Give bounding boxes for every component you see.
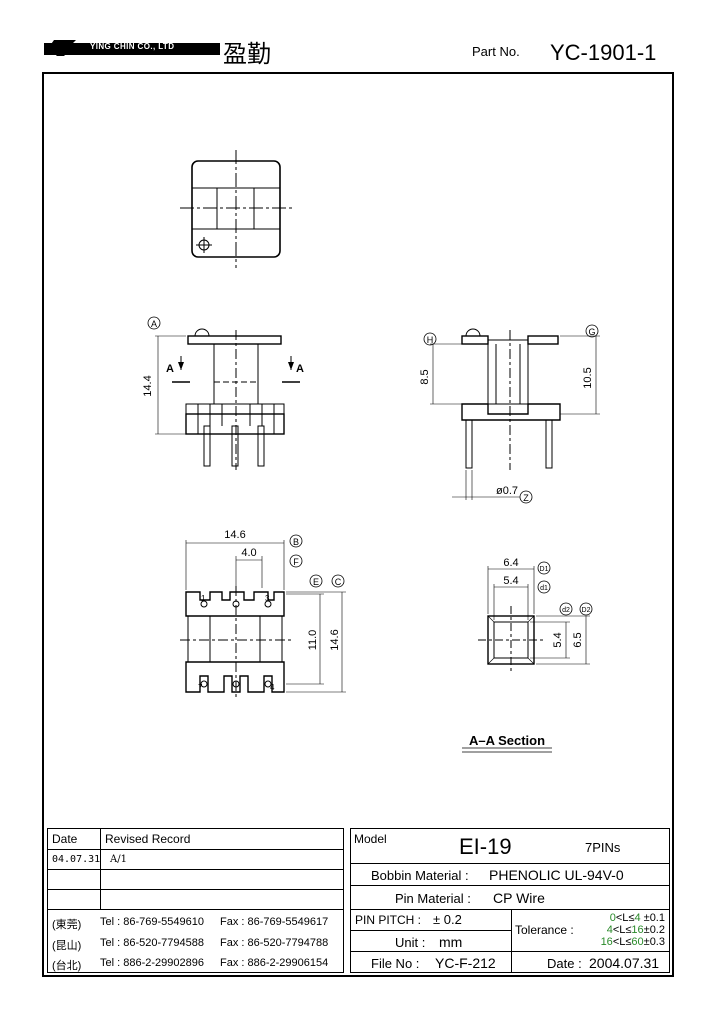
- section-title: A–A Section: [469, 733, 545, 748]
- part-no-label: Part No.: [472, 44, 520, 59]
- marker-c: C: [335, 577, 342, 587]
- pin-material-value: CP Wire: [493, 890, 545, 906]
- contact-fax: Fax : 86-520-7794788: [220, 937, 329, 949]
- company-name-cn: 盈勤: [223, 40, 271, 68]
- pin-number-7: 7: [198, 683, 203, 692]
- drawing-frame: [42, 72, 674, 977]
- marker-h: H: [427, 335, 434, 345]
- date-value: 2004.07.31: [589, 955, 660, 971]
- pin-number-4: 4: [270, 683, 275, 692]
- dim-8-5: 8.5: [419, 369, 431, 384]
- dim-6-5: 6.5: [572, 632, 584, 647]
- company-name: YING CHIN CO., LTD: [90, 42, 175, 51]
- bottom-view: [180, 540, 346, 700]
- pin-number-3: 3: [265, 594, 270, 603]
- dim-6-4: 6.4: [503, 557, 518, 569]
- contact-tel: Tel : 886-2-29902896: [100, 957, 204, 969]
- contact-fax: Fax : 86-769-5549617: [220, 916, 329, 928]
- dim-14-6-width: 14.6: [224, 529, 245, 541]
- side-view: [430, 328, 600, 500]
- dim-pin-diameter: ø0.7: [496, 485, 518, 497]
- marker-d2-upper: D2: [582, 607, 591, 614]
- tolerance-row: 4<L≤16±0.2: [606, 924, 665, 936]
- marker-b: B: [293, 537, 299, 547]
- marker-g: G: [588, 327, 595, 337]
- unit-value: mm: [439, 934, 463, 950]
- dim-5-4-height: 5.4: [552, 632, 564, 647]
- pin-material-label: Pin Material :: [395, 891, 471, 906]
- front-view: [155, 328, 300, 470]
- dim-14-4: 14.4: [142, 375, 154, 396]
- marker-z: Z: [523, 493, 529, 503]
- marker-e: E: [313, 577, 319, 587]
- marker-f: F: [293, 557, 299, 567]
- tolerance-list: 0<L≤4 ±0.1 4<L≤16±0.2 16<L≤60±0.3: [601, 912, 665, 948]
- revision-record: A/1: [110, 854, 127, 865]
- pin-pitch-label: PIN PITCH :: [355, 913, 422, 927]
- contact-place: (東莞): [52, 919, 82, 931]
- date-label: Date :: [547, 956, 582, 971]
- logo-band: [44, 43, 220, 55]
- marker-d1-upper: D1: [540, 566, 549, 573]
- dim-10-5: 10.5: [582, 367, 594, 388]
- file-no-value: YC-F-212: [435, 955, 496, 971]
- marker-d1-lower: d1: [540, 585, 548, 592]
- model-value: EI-19: [459, 834, 512, 859]
- file-no-label: File No :: [371, 956, 420, 971]
- company-logo: YING CHIN CO., LTD: [44, 36, 220, 58]
- top-view: [180, 150, 292, 268]
- unit-label: Unit :: [395, 935, 426, 950]
- contact-tel: Tel : 86-769-5549610: [100, 916, 204, 928]
- contact-place: (昆山): [52, 940, 82, 952]
- dim-4-0: 4.0: [241, 547, 256, 559]
- contact-tel: Tel : 86-520-7794588: [100, 937, 204, 949]
- dim-11-0: 11.0: [307, 630, 319, 651]
- dim-5-4-width: 5.4: [503, 575, 518, 587]
- revision-table: Date Revised Record 04.07.31 A/1 (東莞) Te…: [47, 828, 344, 973]
- pin-pitch-value: ± 0.2: [433, 912, 462, 927]
- date-header: Date: [52, 832, 78, 846]
- tolerance-label: Tolerance :: [515, 923, 574, 937]
- bobbin-material-value: PHENOLIC UL-94V-0: [489, 867, 624, 883]
- pin-number-1: 1: [201, 594, 206, 603]
- revised-record-header: Revised Record: [105, 832, 191, 846]
- section-mark-left: A: [166, 363, 174, 375]
- tolerance-row: 0<L≤4 ±0.1: [609, 912, 665, 924]
- part-number: YC-1901-1: [550, 40, 657, 65]
- tolerance-row: 16<L≤60±0.3: [600, 936, 665, 948]
- spec-table: Model EI-19 7PINs Bobbin Material : PHEN…: [350, 828, 670, 973]
- pin-count: 7PINs: [585, 840, 621, 855]
- marker-d2-lower: d2: [562, 607, 570, 614]
- dim-14-6-height: 14.6: [329, 629, 341, 650]
- marker-a: A: [151, 319, 157, 329]
- section-view: [462, 566, 590, 753]
- contact-place: (台北): [52, 960, 82, 972]
- model-label: Model: [354, 832, 387, 846]
- contact-fax: Fax : 886-2-29906154: [220, 957, 329, 969]
- section-mark-right: A: [296, 363, 304, 375]
- bobbin-material-label: Bobbin Material :: [371, 868, 469, 883]
- revision-date: 04.07.31: [52, 854, 101, 865]
